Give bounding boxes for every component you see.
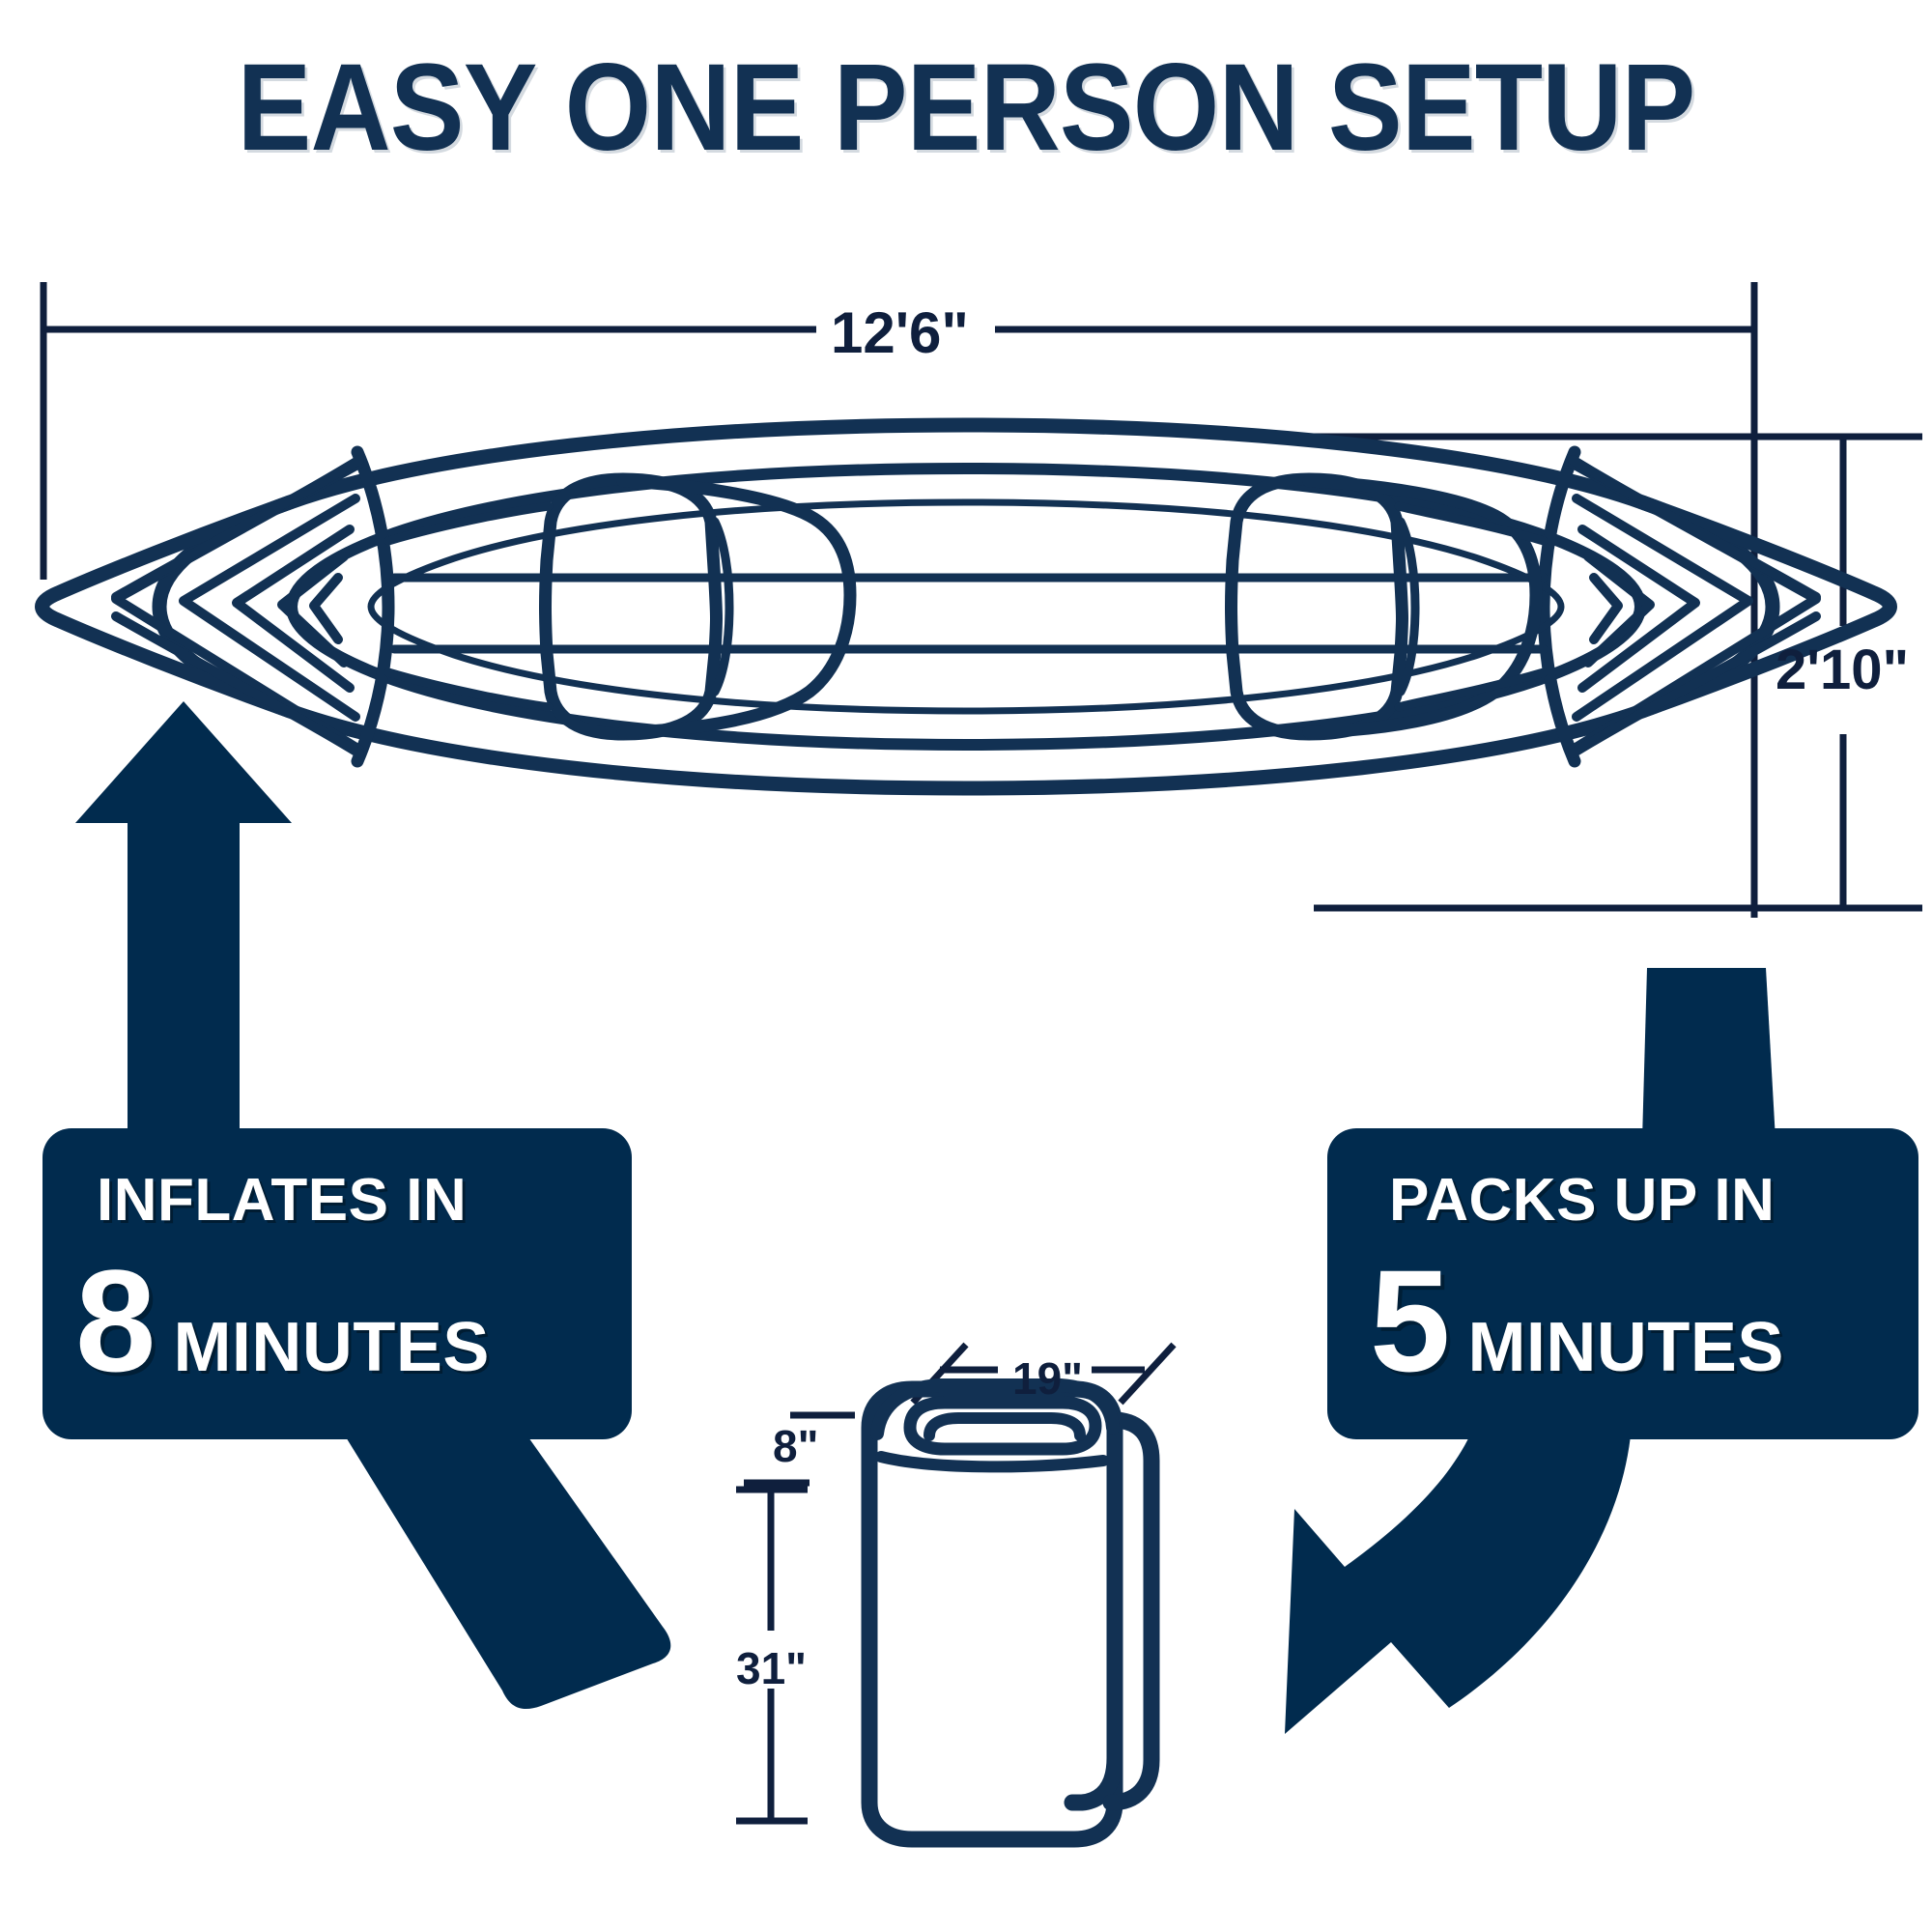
arrow-down-left-icon xyxy=(1285,1403,1633,1734)
packs-up-minutes-unit: MINUTES xyxy=(1467,1309,1784,1386)
bag-height-label: 31" xyxy=(736,1643,807,1693)
packs-up-badge: PACKS UP IN 5 MINUTES xyxy=(1327,1128,1918,1439)
inflates-minutes-unit: MINUTES xyxy=(173,1309,490,1386)
inflates-minutes-number: 8 xyxy=(75,1239,156,1402)
bag-width-label: 19" xyxy=(1012,1353,1083,1404)
arrow-up-icon xyxy=(75,701,292,1140)
kayak-width-label: 2'10" xyxy=(1776,639,1910,701)
kayak-dimension-lines xyxy=(40,282,1922,918)
arrow-up-band-icon xyxy=(1642,968,1776,1140)
inflates-headline: INFLATES IN xyxy=(97,1167,468,1234)
packs-up-headline: PACKS UP IN xyxy=(1389,1167,1776,1234)
packs-up-minutes-number: 5 xyxy=(1370,1239,1451,1402)
packs-up-time-row: 5 MINUTES xyxy=(1370,1248,1784,1393)
kayak-seat-rear xyxy=(1225,472,1543,741)
kayak-seat-front xyxy=(539,472,857,741)
inflates-time-row: 8 MINUTES xyxy=(75,1248,490,1393)
page-title: EASY ONE PERSON SETUP xyxy=(237,39,1696,177)
kayak-illustration xyxy=(35,417,1897,796)
bag-depth-label: 8" xyxy=(773,1421,819,1471)
inflates-badge: INFLATES IN 8 MINUTES xyxy=(43,1128,632,1439)
packed-bag-illustration xyxy=(861,1378,1160,1848)
kayak-length-label: 12'6" xyxy=(831,300,969,365)
bag-dimension-lines xyxy=(736,1342,1177,1825)
arrow-down-band-icon xyxy=(340,1428,671,1710)
